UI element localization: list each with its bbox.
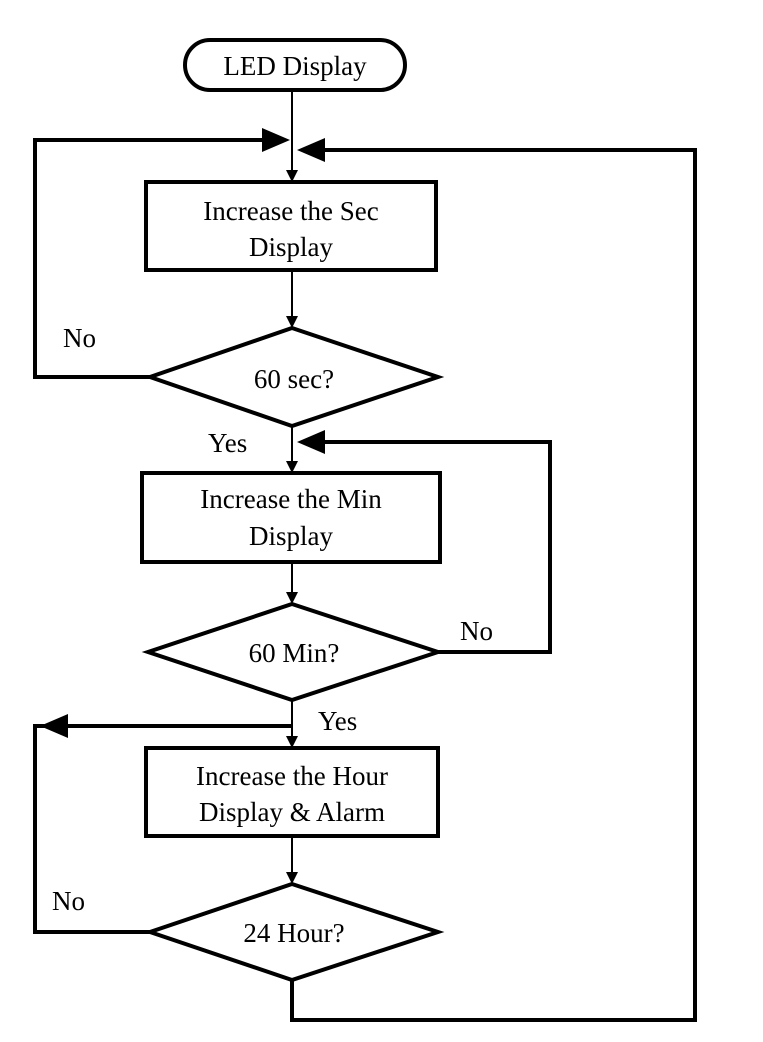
arrowhead-hour-decision (286, 872, 298, 884)
sec-yes-label: Yes (208, 428, 247, 458)
start-terminator (183, 38, 407, 92)
arrowhead-hour-no (40, 714, 68, 738)
hour-box-line2: Display & Alarm (199, 797, 385, 827)
hour-no-label: No (52, 886, 85, 916)
sec-box-line2: Display (249, 232, 333, 262)
sec-decision-label: 60 sec? (254, 364, 334, 394)
arrowhead-sec-decision (286, 316, 298, 328)
hour-process-box (144, 746, 440, 838)
arrowhead-sec-no (262, 128, 290, 152)
sec-no-loop (33, 138, 262, 379)
min-box-line1: Increase the Min (200, 484, 382, 514)
sec-process-box (144, 180, 438, 272)
sec-box-line1: Increase the Sec (203, 196, 378, 226)
hour-yes-loop (290, 148, 697, 1022)
arrowhead-min-no (297, 430, 325, 454)
min-no-label: No (460, 616, 493, 646)
min-process-box (140, 471, 442, 564)
sec-no-label: No (63, 323, 96, 353)
min-box-line2: Display (249, 521, 333, 551)
start-label: LED Display (223, 51, 367, 81)
arrowhead-hour-yes (297, 138, 325, 162)
arrowhead-hour-box (286, 736, 298, 748)
min-no-loop (325, 440, 552, 654)
min-yes-label: Yes (318, 706, 357, 736)
min-decision-label: 60 Min? (249, 638, 340, 668)
arrowhead-min-box (286, 461, 298, 473)
arrowhead-sec-box (286, 170, 298, 182)
arrowhead-min-decision (286, 592, 298, 604)
hour-box-line1: Increase the Hour (196, 761, 388, 791)
hour-decision-label: 24 Hour? (243, 918, 344, 948)
